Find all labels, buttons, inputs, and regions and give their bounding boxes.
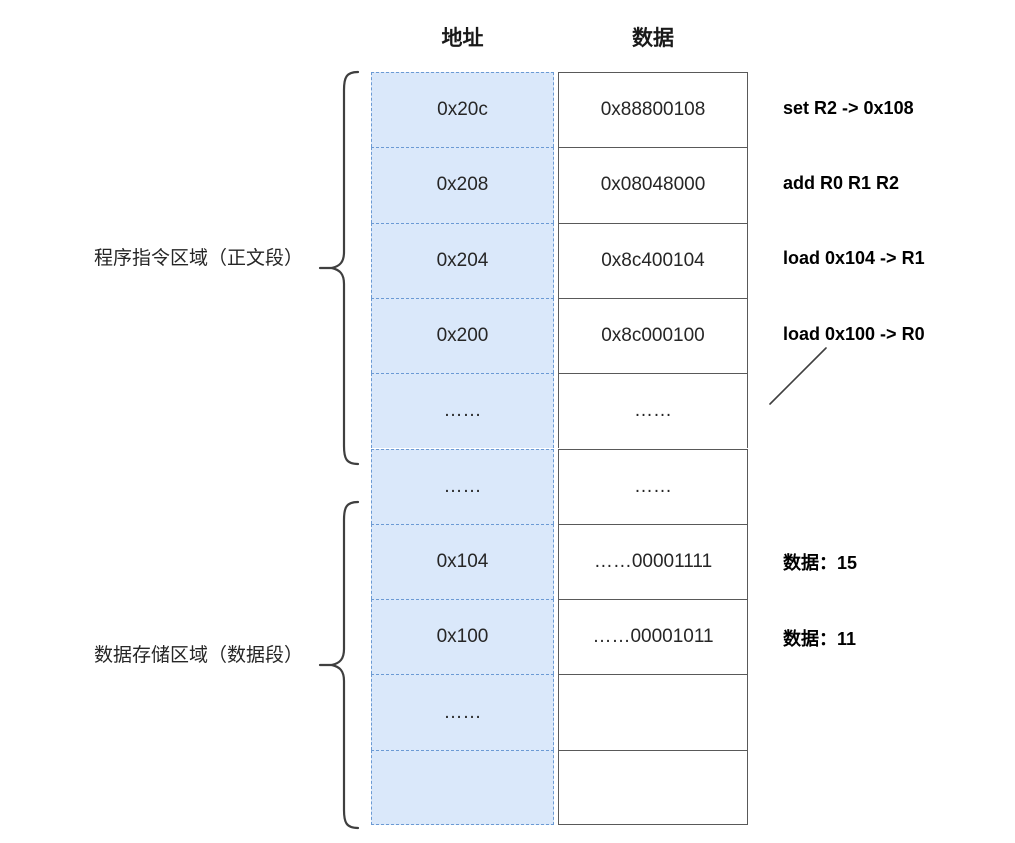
leader-line-load-instruction bbox=[769, 347, 827, 405]
row-annotation: 数据：11 bbox=[783, 628, 857, 649]
memory-data-cell bbox=[558, 749, 748, 825]
column-header-address: 地址 bbox=[441, 27, 484, 50]
memory-data-cell: 0x08048000 bbox=[558, 147, 748, 223]
memory-data-cell: …… bbox=[558, 448, 748, 524]
memory-address-cell: 0x100 bbox=[371, 599, 554, 675]
brace-data-segment bbox=[318, 500, 360, 830]
memory-address-cell: 0x104 bbox=[371, 523, 554, 600]
memory-data-cell: ……00001111 bbox=[558, 523, 748, 600]
memory-data-cell: 0x88800108 bbox=[558, 72, 748, 148]
row-annotation: 数据：15 bbox=[783, 553, 858, 574]
memory-address-cell: …… bbox=[371, 448, 554, 524]
memory-row: …… bbox=[371, 674, 748, 750]
memory-data-cell: 0x8c000100 bbox=[558, 297, 748, 374]
memory-address-cell: 0x20c bbox=[371, 72, 554, 148]
memory-row: ………… bbox=[371, 448, 748, 524]
memory-address-cell: 0x204 bbox=[371, 222, 554, 298]
memory-row bbox=[371, 749, 748, 825]
memory-address-cell: 0x200 bbox=[371, 297, 554, 374]
memory-row: 0x104……00001111 bbox=[371, 523, 748, 600]
memory-address-cell: …… bbox=[371, 674, 554, 750]
section-label-text-segment: 程序指令区域（正文段） bbox=[93, 248, 303, 269]
memory-data-cell: ……00001011 bbox=[558, 599, 748, 675]
memory-address-cell: 0x208 bbox=[371, 147, 554, 223]
memory-row: ………… bbox=[371, 373, 748, 449]
row-annotation: add R0 R1 R2 bbox=[783, 172, 900, 193]
memory-data-cell: 0x8c400104 bbox=[558, 222, 748, 298]
row-annotation: set R2 -> 0x108 bbox=[783, 97, 914, 118]
memory-address-cell bbox=[371, 749, 554, 825]
memory-data-cell: …… bbox=[558, 373, 748, 449]
row-annotation: load 0x100 -> R0 bbox=[783, 323, 925, 344]
memory-address-cell: …… bbox=[371, 373, 554, 449]
section-label-data-segment: 数据存储区域（数据段） bbox=[93, 645, 303, 666]
memory-row: 0x100……00001011 bbox=[371, 599, 748, 675]
brace-text-segment bbox=[318, 70, 360, 466]
row-annotation: load 0x104 -> R1 bbox=[783, 248, 925, 269]
column-header-data: 数据 bbox=[632, 27, 674, 50]
memory-data-cell bbox=[558, 674, 748, 750]
